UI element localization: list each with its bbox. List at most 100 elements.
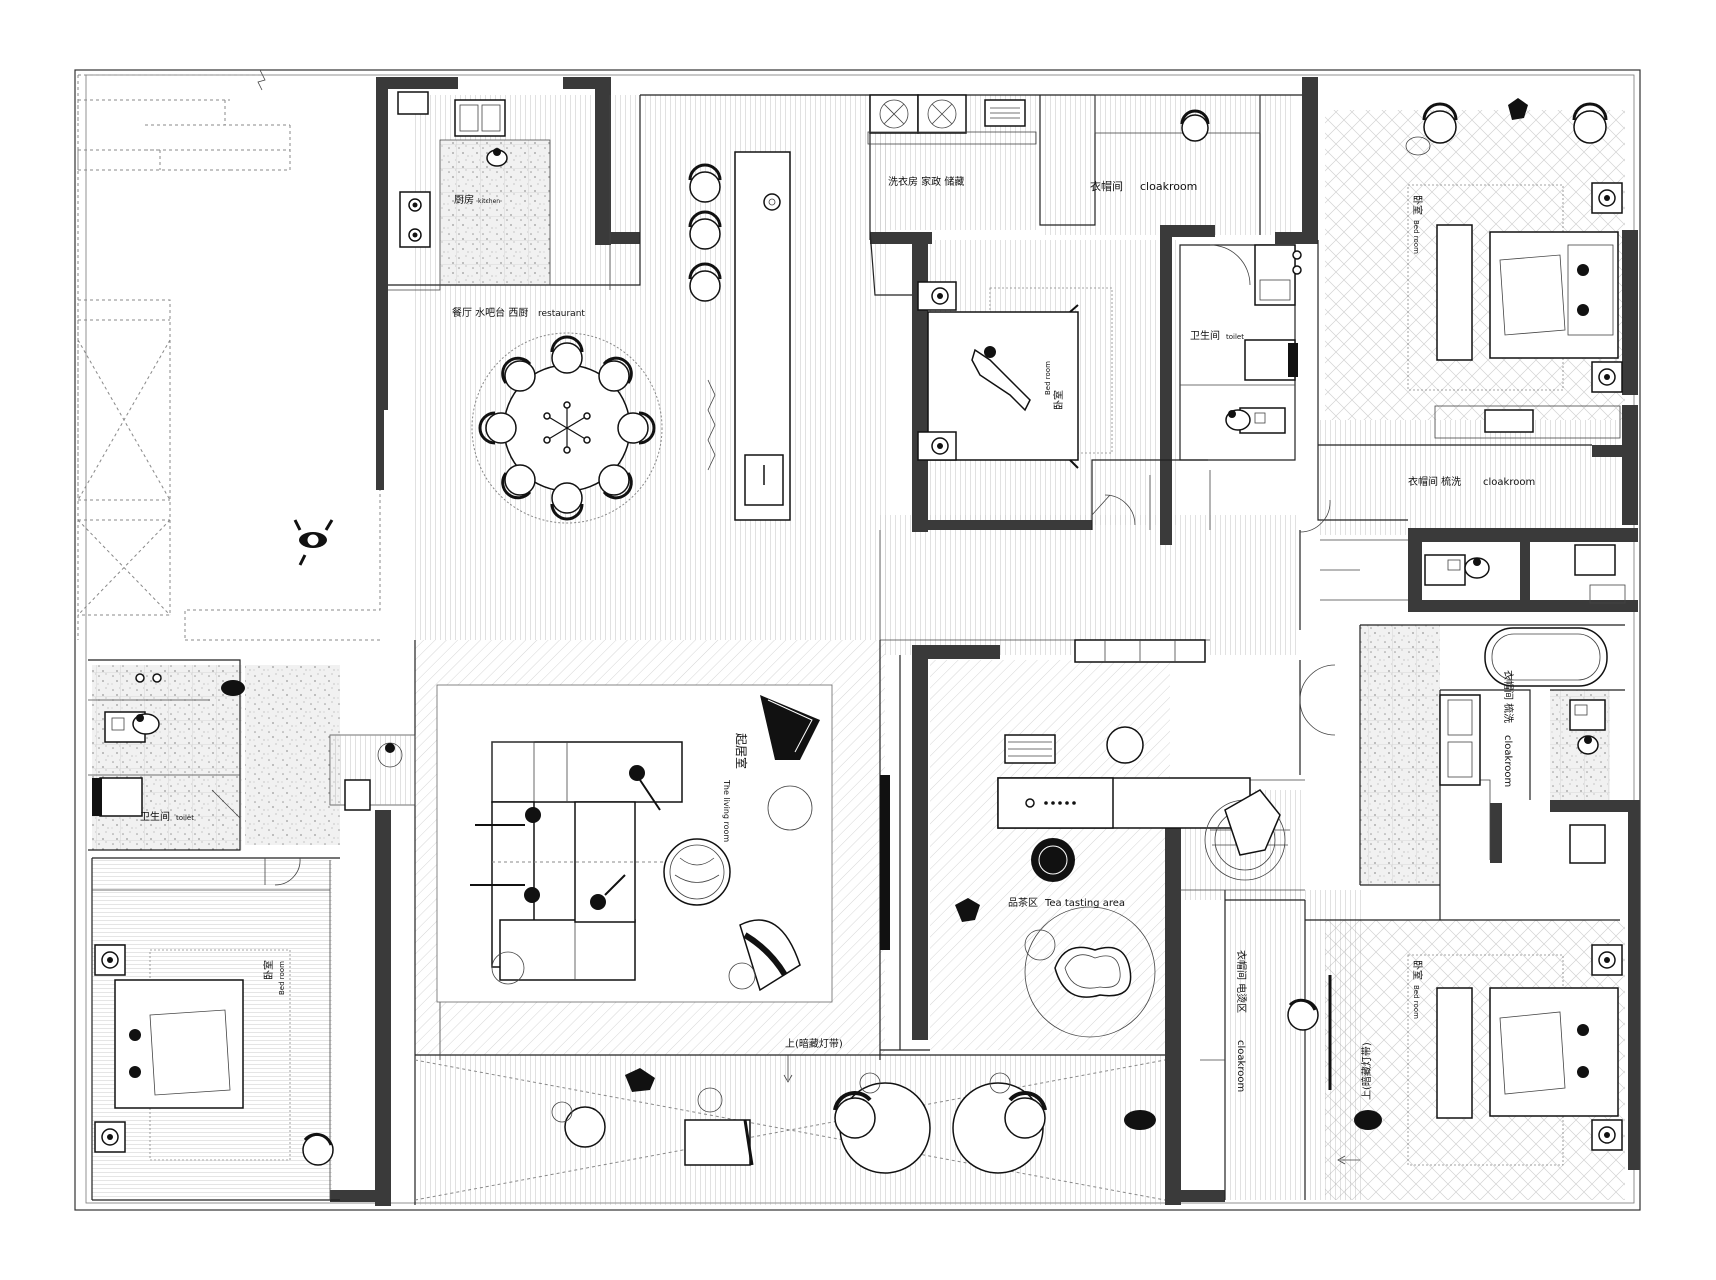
chair-icon [1004, 1090, 1047, 1139]
dining-chair-icon [598, 356, 633, 392]
person-seated-icon [470, 884, 540, 903]
toilet-left-fixtures [92, 673, 301, 886]
tea-label-en: Tea tasting area [1044, 898, 1125, 909]
cloakroom-right-label-en: cloakroom [1483, 477, 1535, 488]
labels: 厨房 kitchen 餐厅 水吧台 西厨 restaurant 洗衣房 家政 储… [140, 175, 1535, 1165]
sink-left [330, 735, 415, 811]
laundry-fixtures [867, 94, 1037, 145]
laundry-label-cn: 洗衣房 家政 储藏 [888, 175, 964, 188]
bedroom-top-right-label-cn: 卧室 [1411, 195, 1424, 215]
cloakroom-ironing-label-en: cloakroom [1235, 1040, 1246, 1092]
chair-icon [1422, 102, 1458, 144]
toilet-center-fixtures [1209, 244, 1302, 434]
bath-right-fixtures [1439, 627, 1608, 864]
restaurant-label-en: restaurant [538, 309, 585, 319]
toilet-center-label-en: toilet [1226, 333, 1244, 341]
walls [330, 77, 1640, 1206]
dining-chair-icon [550, 482, 584, 521]
cloakroom-ironing-fixtures [1287, 975, 1382, 1130]
dining-chair-icon [617, 411, 656, 445]
dining-chair-icon [550, 335, 584, 374]
dining-chair-icon [598, 464, 633, 500]
light-strip-note-2: 上(暗藏灯带) [1360, 1042, 1373, 1100]
bedroom-bottom-right-label-en: Bed room [1412, 985, 1420, 1019]
bedroom-bottom-right-furniture [1407, 944, 1623, 1166]
outdoor-court [77, 69, 381, 641]
cloakroom-top-fixtures [1094, 94, 1261, 142]
woven-chair-icon [1031, 838, 1075, 882]
cloakroom-wash-right-label-en: cloakroom [1502, 735, 1513, 787]
tea-furniture [955, 639, 1290, 1038]
chair-icon [1572, 102, 1608, 144]
person-sleeping-icon [1499, 1011, 1589, 1095]
round-table-icon [663, 838, 731, 906]
dining-chair-icon [478, 411, 517, 445]
balcony-furniture [414, 1059, 1166, 1201]
bedroom-left-label-cn: 卧室 [262, 960, 275, 980]
light-strip-note-1: 上(暗藏灯带) [785, 1037, 843, 1050]
bath-right-floor [1360, 625, 1440, 885]
bedroom-center-label-en: Bed room [1044, 361, 1052, 395]
dining-table [471, 332, 663, 524]
bedroom-top-right-furniture [1405, 98, 1623, 439]
doors [1091, 494, 1336, 736]
kitchen-label-cn: 厨房 [454, 193, 474, 206]
toilet-left-floor [92, 665, 242, 850]
dining-chair-icon [501, 464, 536, 500]
bedroom-center-furniture [917, 281, 1136, 526]
restaurant-label-cn: 餐厅 水吧台 西厨 [452, 306, 528, 319]
cloakroom-ironing-floor [1225, 890, 1365, 1200]
kitchen-label-en: kitchen [478, 198, 500, 205]
chair-icon [564, 1106, 606, 1148]
partitions [88, 94, 1625, 1205]
person-sleeping-icon [971, 346, 1031, 412]
toilet-left-label-en: toilet [176, 814, 194, 822]
bar-stool-2-icon [688, 210, 722, 250]
kitchen-fixtures [397, 91, 508, 248]
person-sleeping-icon [1499, 254, 1589, 336]
dining-chairs [478, 335, 656, 521]
toilet-right-fixtures [1424, 544, 1626, 604]
living-label-cn: 起居室 [734, 733, 749, 769]
chair-icon [302, 1132, 334, 1166]
chair-icon [1287, 998, 1319, 1031]
hall-floor [880, 515, 1300, 655]
living-furniture [436, 684, 833, 1003]
bedroom-left-label-en: Bed room [278, 961, 286, 995]
balcony-floor [415, 1055, 1175, 1205]
cloakroom-top-label-cn: 衣帽间 [1090, 179, 1123, 193]
cloakroom-top-floor [1045, 95, 1295, 235]
cloakroom-ironing-label-cn: 衣帽间 电烫区 [1235, 950, 1248, 1013]
cloakroom-right-floor [1320, 420, 1620, 535]
toilet-center-label-cn: 卫生间 [1190, 329, 1220, 342]
person-walking-icon [293, 519, 334, 566]
cloakroom-wash-right-label-cn: 衣帽间 梳洗 [1502, 670, 1515, 723]
dog-icon [625, 1068, 655, 1092]
bar-stool-1-icon [688, 163, 722, 203]
lounge-chair-icon [760, 695, 820, 760]
bar-stool-3-icon [688, 262, 722, 302]
tea-label-cn: 品茶区 [1008, 896, 1038, 909]
bar-island [688, 151, 791, 521]
cloakroom-right-label-cn: 衣帽间 梳洗 [1408, 475, 1461, 488]
person-seated-icon [475, 807, 541, 826]
outer-boundary [74, 69, 1641, 1211]
chair-icon [833, 1090, 876, 1139]
toilet-left-label-cn: 卫生间 [140, 810, 170, 823]
lounge-chair-2-icon [739, 919, 801, 992]
stool-icon [1106, 726, 1144, 764]
chair-icon [1180, 109, 1210, 142]
person-seated-icon [629, 765, 661, 811]
dining-chair-icon [501, 356, 536, 392]
bedroom-top-right-label-en: Bed room [1412, 220, 1420, 254]
tea-table-icon [1024, 929, 1132, 998]
bedroom-bottom-right-label-cn: 卧室 [1411, 960, 1424, 980]
living-label-en: The living room [722, 779, 731, 842]
round-rug-icon [1204, 789, 1290, 881]
bedroom-left-furniture [94, 944, 334, 1166]
dog-icon [1508, 98, 1528, 120]
bedroom-center-label-cn: 卧室 [1052, 390, 1065, 410]
person-seated-icon [590, 874, 626, 910]
cloakroom-top-label-en: cloakroom [1140, 180, 1197, 193]
